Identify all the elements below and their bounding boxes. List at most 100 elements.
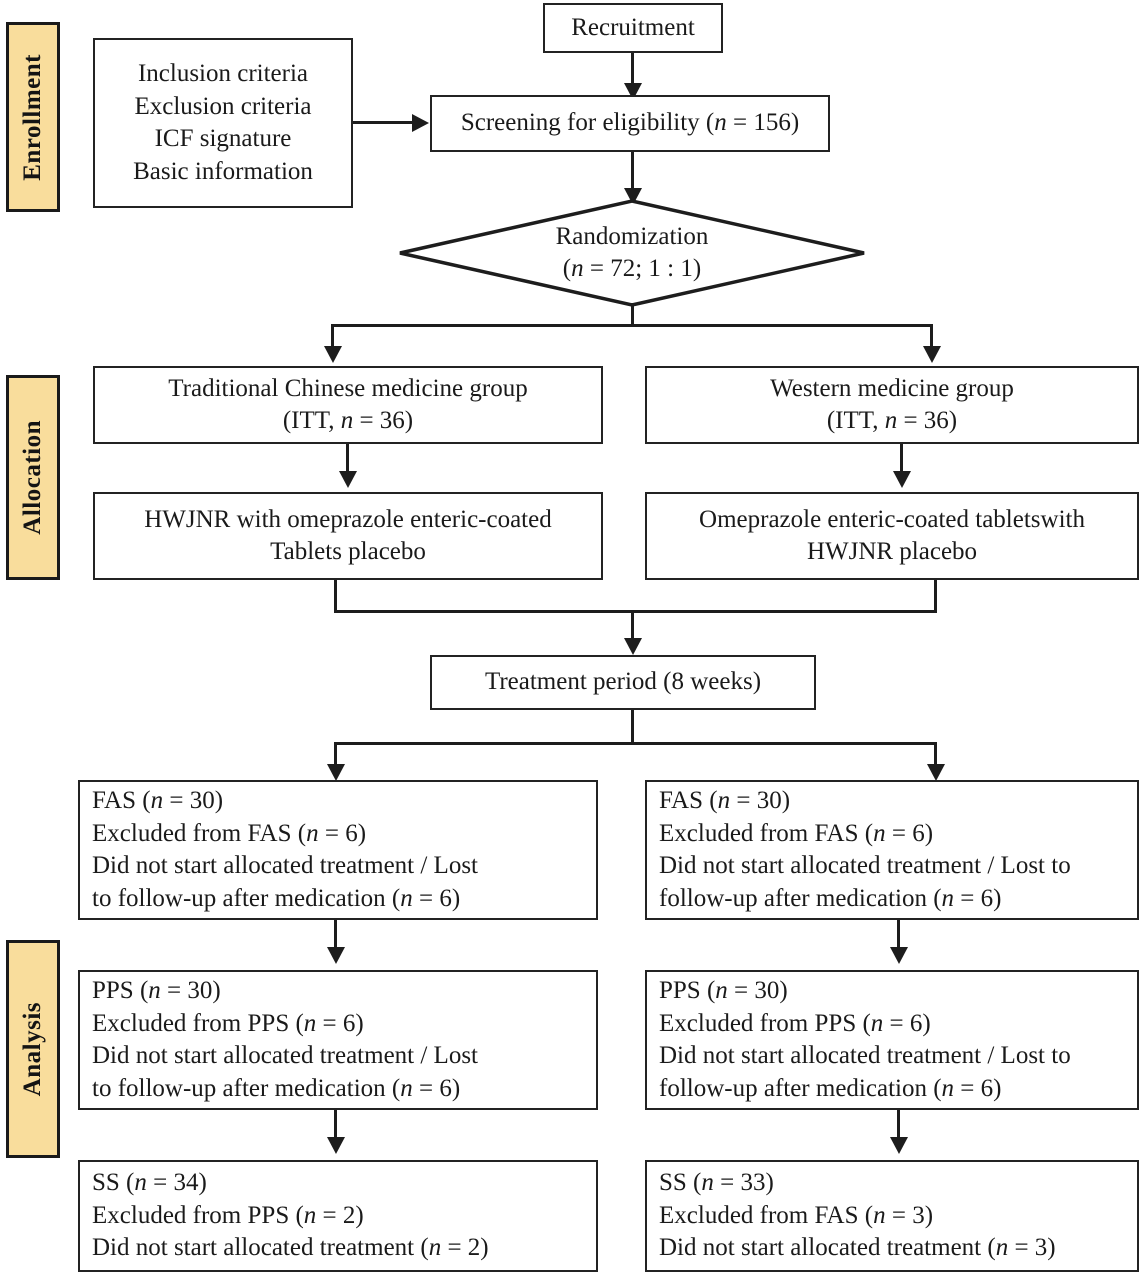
tcm-l2-prefix: (ITT, xyxy=(282,407,341,434)
left-pps-l4-prefix: to follow-up after medication ( xyxy=(92,1074,401,1102)
node-screening-label: Screening for eligibility (n = 156) xyxy=(461,107,799,140)
tcm-group-line-2: (ITT, n = 36) xyxy=(95,405,601,438)
wm-intervention-line-2: HWJNR placebo xyxy=(806,538,978,565)
phase-tab-allocation-label: Allocation xyxy=(19,420,46,535)
left-ss-l2-prefix: Excluded from PPS ( xyxy=(92,1201,304,1229)
node-tcm-intervention: HWJNR with omeprazole enteric-coated Tab… xyxy=(93,492,603,580)
left-fas-l2-suffix: = 6) xyxy=(318,819,367,847)
right-ss-line-2: Excluded from FAS (n = 3) xyxy=(659,1200,1127,1233)
connector-screening-to-randomization xyxy=(631,152,634,194)
criteria-line-1: Inclusion criteria xyxy=(137,60,309,87)
arrowhead-to-right-fas xyxy=(927,764,945,781)
criteria-line-3: ICF signature xyxy=(154,125,292,152)
right-pps-l4-n: n xyxy=(941,1074,955,1102)
node-wm-group: Western medicine group (ITT, n = 36) xyxy=(645,366,1139,444)
left-ss-l1-n: n xyxy=(134,1169,147,1197)
left-pps-l2-n: n xyxy=(303,1009,317,1037)
connector-randomization-right-drop xyxy=(930,324,933,352)
left-pps-l4-suffix: = 6) xyxy=(412,1074,461,1102)
left-pps-line-3: Did not start allocated treatment / Lost xyxy=(92,1042,478,1069)
right-pps-l1-suffix: = 30) xyxy=(727,977,788,1004)
right-fas-l2-suffix: = 6) xyxy=(885,819,934,847)
node-recruitment: Recruitment xyxy=(543,3,723,53)
node-treatment-period: Treatment period (8 weeks) xyxy=(430,655,816,710)
connector-tcm-intervention-down xyxy=(334,580,337,613)
left-ss-line-2: Excluded from PPS (n = 2) xyxy=(92,1200,586,1233)
right-ss-l1-prefix: SS ( xyxy=(659,1169,702,1197)
right-fas-l2-prefix: Excluded from FAS ( xyxy=(659,819,874,847)
phase-tab-allocation: Allocation xyxy=(6,375,60,580)
right-fas-line-2: Excluded from FAS (n = 6) xyxy=(659,818,1127,851)
tcm-intervention-line-1: HWJNR with omeprazole enteric-coated xyxy=(144,505,552,533)
right-ss-l2-n: n xyxy=(873,1201,886,1229)
arrowhead-left-fas-to-pps xyxy=(327,947,345,964)
node-wm-intervention: Omeprazole enteric-coated tabletswith HW… xyxy=(645,492,1139,580)
right-pps-line-2: Excluded from PPS (n = 6) xyxy=(659,1008,1127,1041)
left-ss-l1-prefix: SS ( xyxy=(92,1169,135,1197)
right-pps-line-4: follow-up after medication (n = 6) xyxy=(659,1073,1127,1106)
left-pps-l4-n: n xyxy=(400,1074,413,1102)
wm-intervention-line-1: Omeprazole enteric-coated tabletswith xyxy=(699,505,1085,533)
left-ss-line-3: Did not start allocated treatment (n = 2… xyxy=(92,1232,586,1265)
right-fas-l1-n: n xyxy=(717,787,731,814)
right-ss-l2-prefix: Excluded from FAS ( xyxy=(659,1201,874,1229)
right-fas-line-1: FAS (n = 30) xyxy=(659,785,1127,818)
arrowhead-to-tcm-group xyxy=(324,346,342,363)
left-ss-l2-n: n xyxy=(303,1201,317,1229)
left-ss-l3-prefix: Did not start allocated treatment ( xyxy=(92,1234,429,1262)
right-fas-line-4: follow-up after medication (n = 6) xyxy=(659,883,1127,916)
phase-tab-enrollment: Enrollment xyxy=(6,22,60,212)
right-fas-l4-n: n xyxy=(941,884,955,912)
criteria-line-2: Exclusion criteria xyxy=(134,92,312,120)
connector-wm-intervention-down xyxy=(934,580,937,613)
randomization-diamond-shape xyxy=(399,199,865,307)
tcm-italic-n: n xyxy=(340,407,354,434)
right-fas-line-3: Did not start allocated treatment / Lost… xyxy=(659,852,1071,879)
right-pps-line-1: PPS (n = 30) xyxy=(659,975,1127,1008)
node-criteria: Inclusion criteria Exclusion criteria IC… xyxy=(93,38,353,208)
screening-prefix: Screening for eligibility ( xyxy=(460,109,715,137)
left-fas-l1-n: n xyxy=(150,787,164,814)
right-pps-l4-suffix: = 6) xyxy=(954,1074,1002,1102)
right-ss-l2-suffix: = 3) xyxy=(885,1201,934,1229)
arrowhead-tcm-intervention xyxy=(339,471,357,488)
node-tcm-group: Traditional Chinese medicine group (ITT,… xyxy=(93,366,603,444)
node-right-ss: SS (n = 33) Excluded from FAS (n = 3) Di… xyxy=(645,1160,1139,1272)
phase-tab-analysis-label: Analysis xyxy=(19,1001,46,1097)
connector-fas-right-drop xyxy=(934,742,937,770)
node-left-pps: PPS (n = 30) Excluded from PPS (n = 6) D… xyxy=(78,970,598,1110)
connector-tcm-group-to-intervention xyxy=(346,444,349,477)
screening-suffix: = 156) xyxy=(726,109,800,137)
tcm-intervention-line-2: Tablets placebo xyxy=(270,538,426,565)
node-randomization: Randomization (n = 72; 1 : 1) xyxy=(397,198,867,308)
left-fas-l4-n: n xyxy=(400,884,413,912)
wm-l2-suffix: = 36) xyxy=(897,407,958,434)
right-fas-l1-prefix: FAS ( xyxy=(659,787,718,814)
node-right-fas: FAS (n = 30) Excluded from FAS (n = 6) D… xyxy=(645,780,1139,920)
left-fas-l1-suffix: = 30) xyxy=(163,787,224,814)
right-pps-line-3: Did not start allocated treatment / Lost… xyxy=(659,1042,1071,1069)
wm-l2-prefix: (ITT, xyxy=(826,407,885,434)
wm-group-line-1: Western medicine group xyxy=(770,374,1014,402)
connector-left-pps-to-ss xyxy=(334,1110,337,1143)
left-ss-l2-suffix: = 2) xyxy=(316,1201,364,1229)
arrowhead-to-left-fas xyxy=(327,764,345,781)
left-fas-l4-suffix: = 6) xyxy=(412,884,461,912)
connector-criteria-to-screening xyxy=(353,121,415,124)
connector-recruitment-to-screening xyxy=(631,53,634,90)
connector-right-pps-to-ss xyxy=(897,1110,900,1143)
left-fas-l2-n: n xyxy=(306,819,319,847)
left-fas-line-2: Excluded from FAS (n = 6) xyxy=(92,818,586,851)
connector-randomization-left-drop xyxy=(331,324,334,352)
arrowhead-right-pps-to-ss xyxy=(890,1137,908,1154)
phase-tab-analysis: Analysis xyxy=(6,940,60,1158)
right-pps-l4-prefix: follow-up after medication ( xyxy=(659,1074,942,1102)
tcm-group-line-1: Traditional Chinese medicine group xyxy=(168,374,528,402)
node-left-fas: FAS (n = 30) Excluded from FAS (n = 6) D… xyxy=(78,780,598,920)
left-fas-line-1: FAS (n = 30) xyxy=(92,785,586,818)
left-fas-line-4: to follow-up after medication (n = 6) xyxy=(92,883,586,916)
left-ss-l1-suffix: = 34) xyxy=(146,1169,207,1197)
connector-left-fas-to-pps xyxy=(334,920,337,953)
right-fas-l2-n: n xyxy=(873,819,886,847)
left-pps-line-4: to follow-up after medication (n = 6) xyxy=(92,1073,586,1106)
